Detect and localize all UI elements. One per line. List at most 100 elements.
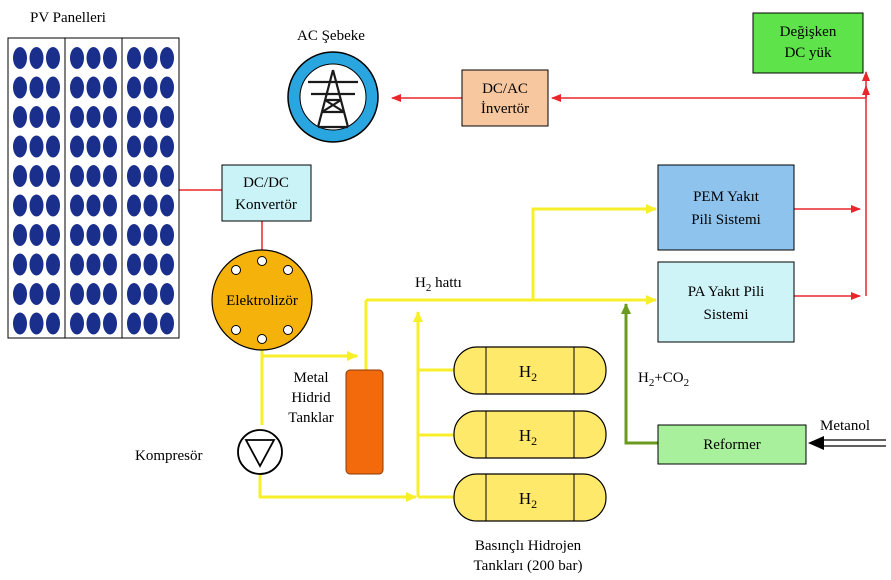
- pv-cell: [160, 76, 174, 99]
- pv-cell: [29, 106, 44, 128]
- pv-cell: [13, 47, 27, 69]
- pv-cell: [103, 194, 117, 217]
- pv-cell: [127, 253, 141, 276]
- pv-cell: [160, 312, 174, 335]
- pv-cell: [160, 224, 174, 246]
- pv-cell: [13, 135, 27, 158]
- ac-grid-label: AC Şebeke: [297, 28, 365, 44]
- pv-cell: [103, 135, 117, 158]
- pv-cell: [70, 283, 84, 305]
- pem-fuel-cell-box: [657, 164, 795, 251]
- pv-cell: [70, 135, 84, 158]
- compressor: [237, 429, 283, 475]
- pv-cell: [46, 224, 60, 246]
- pv-cell: [70, 253, 84, 276]
- pv-cell: [29, 76, 44, 99]
- pv-cell: [103, 283, 117, 305]
- pv-cell: [70, 76, 84, 99]
- pv-cell: [143, 106, 158, 128]
- pv-cell: [29, 224, 44, 246]
- pv-cell: [86, 194, 101, 217]
- electrolyzer: Elektrolizör: [211, 249, 313, 351]
- pv-cell: [86, 76, 101, 99]
- h2-tank-3: H2: [453, 473, 607, 522]
- pv-cell: [70, 165, 84, 187]
- h2-line-label: H2 hattı: [415, 275, 462, 294]
- pv-cell: [13, 106, 27, 128]
- pv-cell: [160, 165, 174, 187]
- pa-fuel-cell-box: [657, 261, 795, 343]
- pv-cell: [46, 47, 60, 69]
- inverter-box: [461, 69, 549, 127]
- pv-cell: [103, 312, 117, 335]
- pv-cell: [70, 47, 84, 69]
- pv-cell: [70, 194, 84, 217]
- pv-cell: [29, 312, 44, 335]
- pv-cell: [46, 253, 60, 276]
- h2-line-compressor-out: [258, 473, 417, 502]
- pv-cell: [86, 106, 101, 128]
- pv-cell: [127, 283, 141, 305]
- pv-cell: [29, 47, 44, 69]
- pv-cell: [29, 253, 44, 276]
- pv-cell: [127, 47, 141, 69]
- pressurized-tanks: H2 H2 H2: [453, 346, 607, 522]
- pv-cell: [70, 106, 84, 128]
- pv-cell: [86, 47, 101, 69]
- pv-cell: [127, 224, 141, 246]
- metal-hydride-line-2: Hidrid: [291, 390, 331, 406]
- pv-cell: [29, 135, 44, 158]
- h2-tank-1-label: H2: [519, 362, 537, 384]
- pv-cell: [160, 47, 174, 69]
- inverter-line-2: İnvertör: [481, 101, 529, 117]
- pv-cell: [143, 135, 158, 158]
- h2-tank-1: H2: [453, 346, 607, 395]
- pv-cell: [160, 106, 174, 128]
- pv-cell: [86, 224, 101, 246]
- pv-cell: [29, 165, 44, 187]
- converter-line-2: Konvertör: [235, 197, 297, 213]
- electrolyzer-electrodes: [231, 256, 293, 344]
- pa-line-2: Sistemi: [703, 307, 748, 323]
- pv-cell: [103, 224, 117, 246]
- pv-cell: [70, 224, 84, 246]
- pv-cell: [46, 165, 60, 187]
- metal-hydride-line-1: Metal: [294, 370, 329, 386]
- pv-panels: [7, 37, 180, 339]
- pv-cell: [86, 135, 101, 158]
- pv-cell: [86, 283, 101, 305]
- pv-cell: [86, 312, 101, 335]
- transmission-tower-icon: [308, 69, 358, 129]
- pv-cell: [127, 194, 141, 217]
- ac-grid-inner: [299, 63, 367, 131]
- pv-cell: [103, 106, 117, 128]
- inverter-line-1: DC/AC: [482, 81, 528, 97]
- h2-tank-2-label: H2: [519, 426, 537, 448]
- pa-line-1: PA Yakıt Pili: [688, 284, 765, 300]
- pv-cell: [143, 312, 158, 335]
- hydrogen-lines: [258, 204, 657, 502]
- pv-cell: [127, 76, 141, 99]
- pv-cell: [143, 47, 158, 69]
- pv-cell: [13, 224, 27, 246]
- h2-line-to-pem: [531, 204, 657, 300]
- pem-line-2: Pili Sistemi: [691, 212, 761, 228]
- pv-cell: [143, 76, 158, 99]
- converter-line-1: DC/DC: [243, 175, 289, 191]
- electric-lines: [179, 71, 870, 300]
- pv-cell: [13, 194, 27, 217]
- pv-cell: [103, 253, 117, 276]
- pv-cell: [103, 165, 117, 187]
- pv-cell: [143, 194, 158, 217]
- pv-cell: [143, 165, 158, 187]
- pv-cell: [46, 194, 60, 217]
- pv-panels-label: PV Panelleri: [30, 10, 106, 26]
- pv-cell: [13, 312, 27, 335]
- pressure-tanks-line-1: Basınçlı Hidrojen: [475, 538, 582, 554]
- h2-co2-label: H2+CO2: [638, 370, 689, 389]
- pv-cell: [29, 194, 44, 217]
- pv-cell: [46, 312, 60, 335]
- pv-cell: [127, 135, 141, 158]
- pv-cell: [86, 165, 101, 187]
- pv-cell: [46, 106, 60, 128]
